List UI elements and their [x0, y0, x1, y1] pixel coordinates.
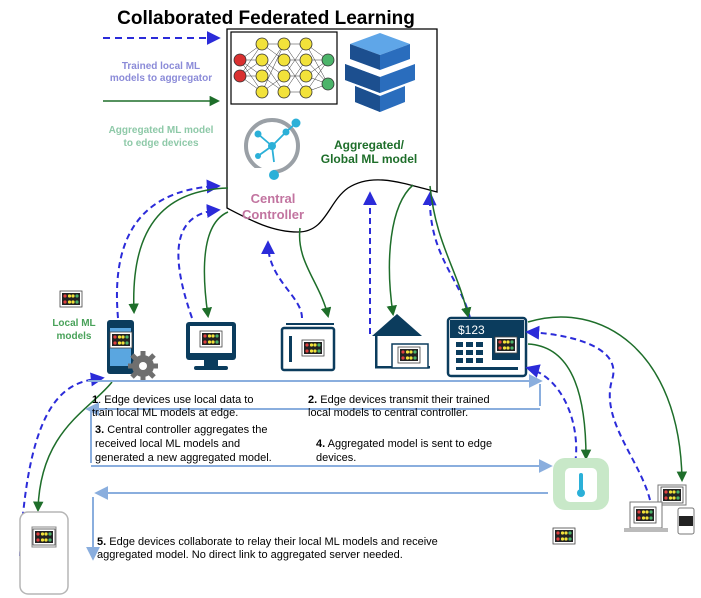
stacked-layers-icon	[345, 33, 415, 112]
step-2-line-1: 2. Edge devices transmit their trained	[308, 394, 490, 406]
legend-solid-label-2: to edge devices	[123, 138, 198, 149]
step-3-line-1: 3. Central controller aggregates the	[95, 424, 267, 436]
upload-arrow-monitor	[177, 204, 221, 319]
relay-arrow-thermostat-down	[527, 343, 592, 461]
local-models-label-1: Local ML	[52, 318, 95, 329]
step-1-line-2: train local ML models at edge.	[92, 407, 238, 419]
price-display: $123	[458, 323, 485, 337]
step-4-line-1: 4. Aggregated model is sent to edge	[316, 438, 492, 450]
step-5-line-2: aggregated model. No direct link to aggr…	[97, 549, 403, 561]
smartphone-device-icon	[107, 320, 134, 374]
local-models-label-2: models	[56, 331, 91, 342]
smart-home-device-icon	[372, 314, 430, 369]
download-arrow-house	[386, 184, 414, 317]
tablet-device-icon	[280, 323, 336, 372]
legend-dashed-label-2: models to aggregator	[110, 73, 212, 84]
relay-arrow-laptop-up	[525, 325, 651, 501]
pos-terminal-device-icon: $123	[446, 316, 528, 378]
download-arrow-thermostat	[429, 185, 472, 319]
relay-arrow-thermostat-up	[525, 364, 578, 473]
relay-arrow-phone-left-down	[32, 381, 113, 513]
thermometer-device-icon	[552, 458, 609, 545]
laptop-cluster-device-icon	[624, 484, 695, 535]
legend-dashed-label-1: Trained local ML	[122, 61, 200, 72]
step-1-line-1: 1. Edge devices use local data to	[92, 394, 253, 406]
step-3-line-3: generated a new aggregated model.	[95, 452, 272, 464]
legend-solid-label-1: Aggregated ML model	[109, 125, 214, 136]
local-model-icon	[59, 290, 83, 308]
download-arrow-tablet	[298, 227, 332, 319]
aggregated-model-label-2: Global ML model	[321, 152, 417, 166]
step-5-line-1: 5. Edge devices collaborate to relay the…	[97, 536, 438, 548]
central-controller-label-2: Controller	[242, 207, 304, 222]
diagram-title: Collaborated Federated Learning	[117, 8, 415, 29]
relay-arrow-phone-left-up	[19, 372, 105, 557]
controller-network-icon	[244, 118, 301, 180]
upload-arrow-tablet	[261, 240, 303, 319]
aggregated-model-label-1: Aggregated/	[334, 138, 405, 152]
central-controller-label-1: Central	[251, 191, 296, 206]
relay-arrow-laptop-down	[527, 316, 688, 483]
neural-network-icon	[230, 31, 338, 105]
large-phone-device-icon	[19, 511, 69, 595]
download-arrow-phone	[128, 187, 229, 315]
upload-arrow-phone	[115, 179, 221, 319]
step-2-line-2: local models to central controller.	[308, 407, 468, 419]
step-4-line-2: devices.	[316, 452, 356, 464]
monitor-device-icon	[186, 322, 236, 370]
gear-icon	[128, 351, 158, 381]
step-3-line-2: received local ML models and	[95, 438, 240, 450]
download-arrow-monitor	[201, 211, 229, 319]
